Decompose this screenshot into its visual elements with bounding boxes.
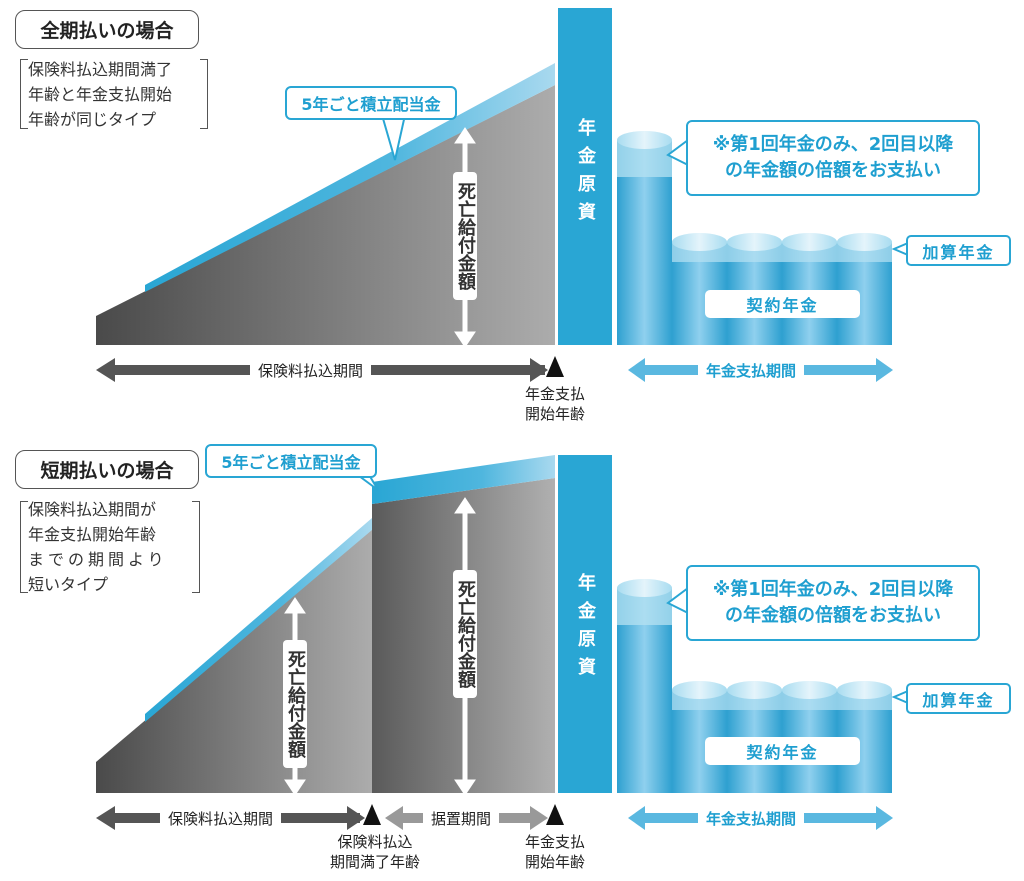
description-line: 保険料払込期間満了 [28, 60, 173, 79]
description-line: 年金支払開始年齢 [28, 525, 157, 544]
dividend-callout: 5年ごと積立配当金 [285, 86, 457, 120]
panel-title: 短期払いの場合 [15, 450, 199, 489]
death-benefit-area [96, 85, 555, 345]
full-payment-panel: 全期払いの場合 保険料払込期間満了 年齢と年金支払開始 年齢が同じタイプ 5年ご… [0, 0, 1024, 440]
contract-pension-label: 契約年金 [705, 737, 860, 765]
premium-end-label: 保険料払込 期間満了年齢 [320, 832, 430, 872]
pension-start-marker [546, 804, 564, 825]
premium-period-label: 保険料払込期間 [250, 360, 372, 381]
death-benefit-label: 死亡給付金額 [283, 640, 307, 768]
tick-line: 年金支払 [524, 833, 585, 851]
dividend-band-payment [145, 518, 372, 722]
tick-line: 開始年齢 [524, 405, 585, 423]
tick-line: 期間満了年齢 [329, 853, 420, 871]
deferral-period-label: 据置期間 [423, 808, 500, 829]
callout-pointer [381, 114, 406, 161]
note-line: ※第1回年金のみ、2回目以降 [712, 579, 954, 600]
dividend-callout: 5年ごと積立配当金 [205, 444, 377, 478]
dividend-band [145, 63, 555, 292]
tick-line: 年金支払 [524, 385, 585, 403]
description-line: 年齢と年金支払開始 [28, 85, 173, 104]
premium-end-marker [363, 804, 381, 825]
pension-start-label: 年金支払 開始年齢 [515, 832, 595, 872]
pension-period-label: 年金支払期間 [698, 360, 805, 381]
panel-description: 保険料払込期間満了 年齢と年金支払開始 年齢が同じタイプ [20, 57, 208, 132]
description-line: 年齢が同じタイプ [28, 110, 157, 129]
death-benefit-label-2: 死亡給付金額 [453, 570, 477, 698]
description-line: 保険料払込期間が [28, 500, 157, 519]
tick-line: 開始年齢 [524, 853, 585, 871]
dividend-band-deferral [372, 455, 555, 504]
description-line: までの期間より [28, 550, 168, 569]
pension-period-label: 年金支払期間 [698, 808, 805, 829]
additional-pension-label: 加算年金 [906, 235, 1011, 266]
note-callout: ※第1回年金のみ、2回目以降 の年金額の倍額をお支払い [686, 120, 980, 196]
tick-line: 保険料払込 [337, 833, 413, 851]
pension-fund-pillar [558, 455, 612, 793]
premium-period-label: 保険料払込期間 [160, 808, 282, 829]
short-payment-panel: 短期払いの場合 保険料払込期間が 年金支払開始年齢 までの期間より 短いタイプ … [0, 444, 1024, 881]
small-cylinders [672, 233, 892, 345]
pension-start-label: 年金支払 開始年齢 [515, 384, 595, 424]
note-callout: ※第1回年金のみ、2回目以降 の年金額の倍額をお支払い [686, 565, 980, 641]
pension-start-marker [546, 356, 564, 377]
large-cylinder [617, 579, 672, 793]
contract-pension-label: 契約年金 [705, 290, 860, 318]
note-line: の年金額の倍額をお支払い [725, 605, 941, 626]
panel-description: 保険料払込期間が 年金支払開始年齢 までの期間より 短いタイプ [20, 497, 200, 597]
description-line: 短いタイプ [28, 575, 109, 594]
pension-fund-label: 年金原資 [575, 573, 596, 685]
additional-pension-label: 加算年金 [906, 683, 1011, 714]
note-line: の年金額の倍額をお支払い [725, 160, 941, 181]
death-benefit-label: 死亡給付金額 [453, 172, 477, 300]
pension-fund-label: 年金原資 [575, 118, 596, 230]
note-line: ※第1回年金のみ、2回目以降 [712, 134, 954, 155]
pension-fund-pillar [558, 8, 612, 345]
panel-title: 全期払いの場合 [15, 10, 199, 49]
large-cylinder [617, 131, 672, 345]
